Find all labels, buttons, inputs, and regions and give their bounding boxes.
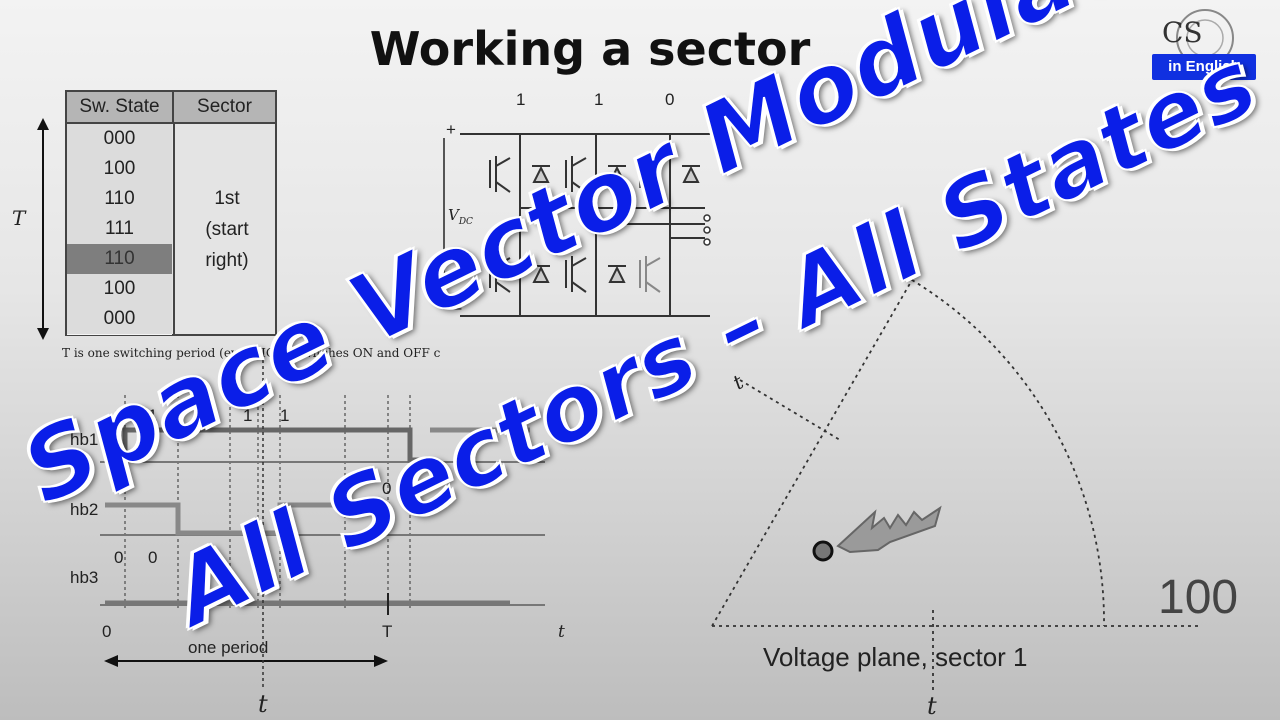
state-cell: 100	[67, 154, 172, 185]
hb3-bit: 0	[203, 548, 213, 567]
voltage-plane	[711, 279, 1200, 690]
state-readout: 100	[1158, 571, 1239, 624]
plane-t-label: t	[927, 692, 937, 720]
sector-line: 1st	[214, 187, 240, 209]
hb1-bit: 1	[148, 406, 158, 425]
leg-label-hb2: hb2	[70, 500, 99, 519]
hb1-bit: 1	[243, 406, 253, 425]
sector-line: (start	[205, 218, 249, 240]
vdc-label: VDC	[448, 206, 473, 227]
hb2-bit: 0	[382, 479, 392, 498]
language-badge: in English	[1152, 54, 1256, 80]
axis-t: t	[558, 622, 565, 642]
state-cell: 100	[67, 274, 172, 305]
hb3-bit: 0	[148, 548, 158, 567]
inverter-schematic	[440, 133, 711, 317]
axis-start: 0	[102, 622, 112, 641]
hb1-bit: 1	[203, 406, 213, 425]
time-cursor	[262, 360, 264, 690]
logo-text: CS	[1162, 16, 1203, 49]
leg-label-hb3: hb3	[70, 568, 99, 587]
plus-terminal: +	[446, 120, 456, 139]
axis-T: T	[382, 622, 393, 641]
cursor-label: t	[258, 690, 268, 718]
voltage-plane-caption: Voltage plane, sector 1	[763, 642, 1028, 672]
state-cell: 000	[67, 304, 172, 335]
state-cell: 110	[67, 184, 172, 215]
period-label: one period	[188, 638, 269, 657]
header-sw-state: Sw. State	[67, 92, 174, 124]
sector-line: right)	[205, 249, 249, 271]
timing-diagram	[100, 395, 545, 667]
header-sector: Sector	[174, 92, 275, 124]
hb3-bit: 0	[114, 548, 124, 567]
minus-terminal: –	[452, 298, 462, 317]
sector-cell: 1st (start right)	[173, 124, 279, 334]
leg-label-hb1: hb1	[70, 430, 99, 449]
state-cell-highlighted: 110	[67, 244, 172, 275]
state-cell: 000	[67, 124, 172, 155]
hb1-bit: 1	[280, 406, 290, 425]
switching-state-table: Sw. State Sector 000 100 110 111 110 100…	[65, 90, 277, 336]
inverter-bit: 1	[516, 90, 526, 109]
period-symbol: T	[12, 206, 26, 230]
period-arrow	[37, 118, 49, 340]
inverter-bit: 1	[594, 90, 604, 109]
inverter-bit: 0	[665, 90, 675, 109]
hb2-bit: 0	[338, 479, 348, 498]
hb1-bit: 0	[114, 406, 124, 425]
period-caption: T is one switching period (every IGBT sw…	[62, 346, 441, 360]
state-cell: 111	[67, 214, 172, 245]
slide-title: Working a sector	[369, 22, 811, 76]
